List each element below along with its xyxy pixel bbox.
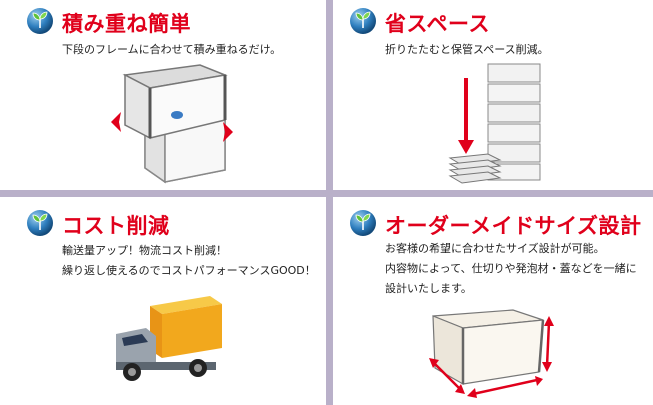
feature-desc-line: 折りたたむと保管スペース削減。 — [385, 43, 549, 56]
feature-title: オーダーメイドサイズ設計 — [385, 214, 642, 238]
leaf-icon — [26, 209, 54, 237]
feature-desc-line: 繰り返し使えるのでコストパフォーマンスGOOD！ — [62, 264, 316, 277]
feature-desc-line: お客様の希望に合わせたサイズ設計が可能。 — [385, 242, 605, 255]
feature-title: 省スペース — [385, 12, 490, 36]
feature-title: 積み重ね簡単 — [62, 12, 191, 36]
truck-illustration — [116, 296, 222, 381]
feature-desc-line: 輸送量アップ！物流コスト削減！ — [62, 244, 227, 257]
feature-space-saving: 省スペース 折りたたむと保管スペース削減。 — [333, 0, 653, 190]
feature-desc-line: 下段のフレームに合わせて積み重ねるだけ。 — [62, 43, 282, 56]
folded-boxes-illustration — [448, 63, 541, 184]
feature-title: コスト削減 — [62, 214, 170, 238]
feature-stacking: 積み重ね簡単 下段のフレームに合わせて積み重ねるだけ。 — [0, 0, 326, 190]
vertical-divider — [326, 0, 333, 405]
horizontal-divider — [0, 190, 653, 197]
stacked-boxes-illustration — [111, 64, 233, 184]
feature-desc-line: 設計いたします。 — [385, 282, 472, 295]
leaf-icon — [349, 209, 377, 237]
feature-cost-reduction: コスト削減 輸送量アップ！物流コスト削減！ 繰り返し使えるのでコストパフォーマン… — [0, 197, 326, 405]
leaf-icon — [26, 7, 54, 35]
leaf-icon — [349, 7, 377, 35]
feature-desc-line: 内容物によって、仕切りや発泡材・蓋などを一緒に — [385, 262, 637, 275]
open-box-illustration — [429, 309, 554, 398]
feature-custom-size: オーダーメイドサイズ設計 お客様の希望に合わせたサイズ設計が可能。 内容物によっ… — [333, 197, 653, 405]
